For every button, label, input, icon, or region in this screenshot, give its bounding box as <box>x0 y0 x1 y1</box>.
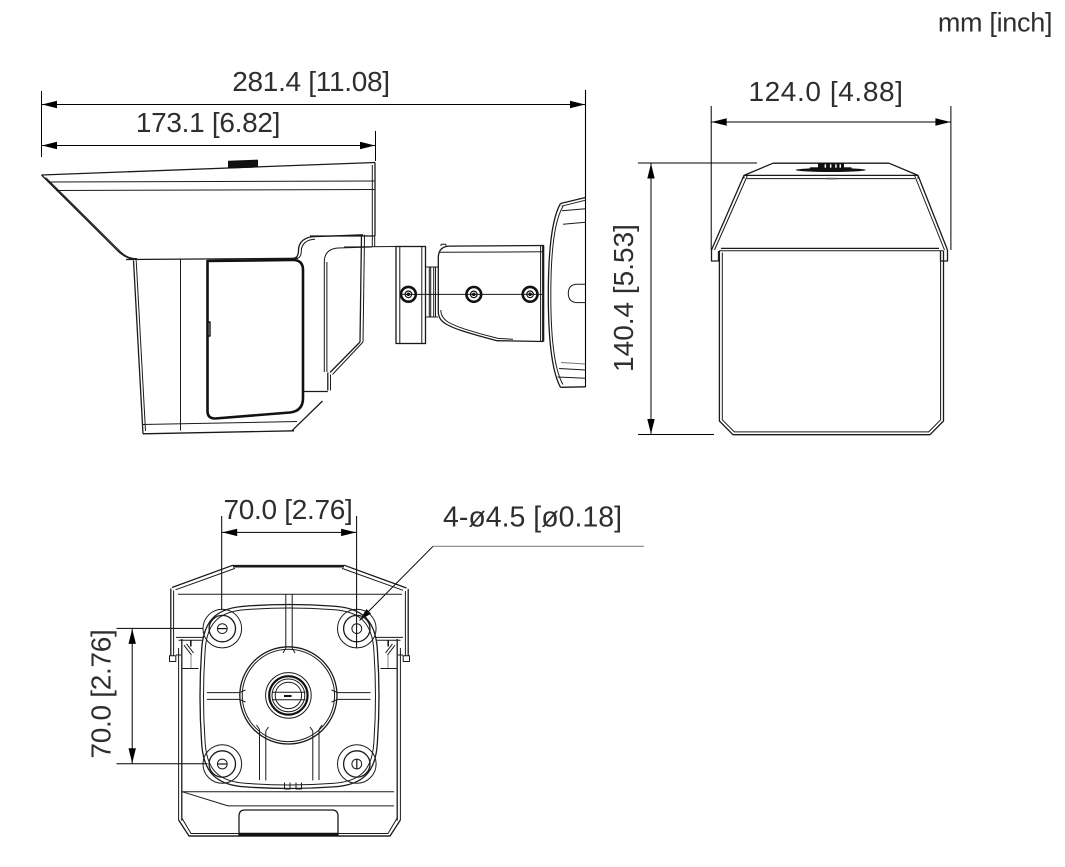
svg-text:140.4 [5.53]: 140.4 [5.53] <box>608 224 639 372</box>
svg-text:70.0 [2.76]: 70.0 [2.76] <box>86 629 117 758</box>
svg-text:4-ø4.5 [ø0.18]: 4-ø4.5 [ø0.18] <box>443 502 622 534</box>
svg-text:124.0 [4.88]: 124.0 [4.88] <box>748 76 903 107</box>
svg-text:70.0 [2.76]: 70.0 [2.76] <box>223 494 352 525</box>
svg-text:mm [inch]: mm [inch] <box>938 8 1052 38</box>
svg-text:173.1 [6.82]: 173.1 [6.82] <box>136 107 280 138</box>
svg-text:281.4 [11.08]: 281.4 [11.08] <box>232 66 390 97</box>
